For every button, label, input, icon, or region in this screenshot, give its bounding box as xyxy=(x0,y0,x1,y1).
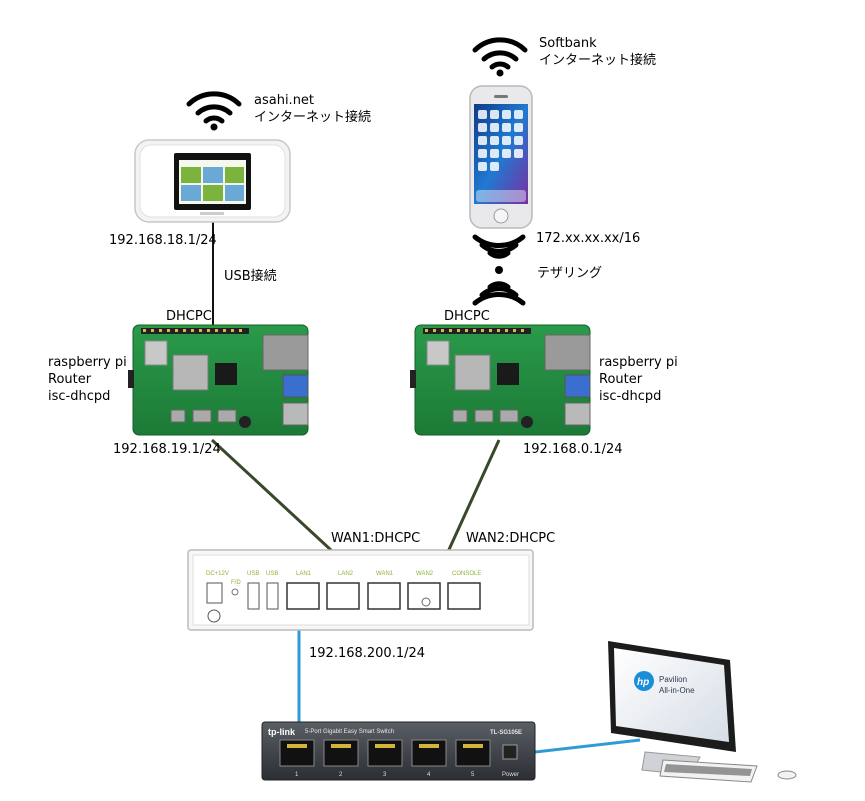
router-device: DC+12V USB USB LAN1 LAN2 WAN1 WAN2 CONSO… xyxy=(187,549,534,631)
switch-brand: tp-link xyxy=(268,727,296,737)
switch-port-number: 1 xyxy=(295,772,299,778)
router-port-label: DC+12V xyxy=(206,571,229,577)
role-line: Router xyxy=(599,372,643,387)
pc-device: hp Pavilion All-in-One xyxy=(608,641,797,783)
pc-brand: hp xyxy=(637,677,649,688)
switch-port-number: 5 xyxy=(471,772,475,778)
wan2-label: WAN2:DHCPC xyxy=(466,531,556,546)
mobile-router-ip: 192.168.18.1/24 xyxy=(109,233,217,248)
switch-desc: 5-Port Gigabit Easy Smart Switch xyxy=(305,729,394,735)
switch-model: TL-SG105E xyxy=(490,730,522,736)
role-line: Router xyxy=(48,372,92,387)
switch-port-number: 4 xyxy=(427,772,431,778)
asahi-wifi-label: asahi.net インターネット接続 xyxy=(254,92,371,126)
role-line: raspberry pi xyxy=(599,355,678,370)
router-port-label: USB xyxy=(266,571,278,577)
lan-ip-label: 192.168.200.1/24 xyxy=(309,646,426,661)
switch-port-number: 2 xyxy=(339,772,343,778)
switch-port-number: 3 xyxy=(383,772,387,778)
pc-model-line2: All-in-One xyxy=(659,686,695,695)
raspberry-pi-right xyxy=(410,324,591,436)
smartphone-ip: 172.xx.xx.xx/16 xyxy=(536,231,641,246)
wan1-label: WAN1:DHCPC xyxy=(331,531,421,546)
role-line: isc-dhcpd xyxy=(599,389,662,404)
tethering-label: テザリング xyxy=(537,266,603,281)
switch-device: tp-link 5-Port Gigabit Easy Smart Switch… xyxy=(261,721,536,781)
wifi-icon xyxy=(186,91,242,131)
router-port-label: USB xyxy=(247,571,259,577)
raspberry-pi-left xyxy=(128,324,309,436)
mobile-router-device xyxy=(134,139,291,223)
router-fd-label: F/D xyxy=(231,580,241,586)
router-port-label: LAN2 xyxy=(338,571,354,577)
rpi-right-role: raspberry pi Router isc-dhcpd xyxy=(599,354,678,405)
switch-power-label: Power xyxy=(502,772,519,778)
rpi-left-ip: 192.168.19.1/24 xyxy=(113,442,221,457)
router-port-label: CONSOLE xyxy=(452,571,481,577)
softbank-wifi-label: Softbank インターネット接続 xyxy=(539,35,656,69)
rpi-right-dhcp-label: DHCPC xyxy=(444,309,490,324)
wifi-icon xyxy=(472,37,528,77)
rpi-left-dhcp-label: DHCPC xyxy=(166,309,212,324)
rpi-left-role: raspberry pi Router isc-dhcpd xyxy=(48,354,127,405)
isp-name: asahi.net xyxy=(254,93,315,108)
role-line: raspberry pi xyxy=(48,355,127,370)
isp-connection: インターネット接続 xyxy=(254,110,372,125)
router-port-label: WAN2 xyxy=(416,571,434,577)
router-port-label: LAN1 xyxy=(296,571,312,577)
pc-model-line1: Pavilion xyxy=(659,675,687,684)
smartphone-device xyxy=(469,85,533,229)
usb-link-label: USB接続 xyxy=(224,269,277,284)
rpi-right-ip: 192.168.0.1/24 xyxy=(523,442,623,457)
router-port-label: WAN1 xyxy=(376,571,394,577)
isp-connection: インターネット接続 xyxy=(539,53,657,68)
tethering-icon xyxy=(472,234,526,306)
role-line: isc-dhcpd xyxy=(48,389,111,404)
isp-name: Softbank xyxy=(539,36,597,51)
